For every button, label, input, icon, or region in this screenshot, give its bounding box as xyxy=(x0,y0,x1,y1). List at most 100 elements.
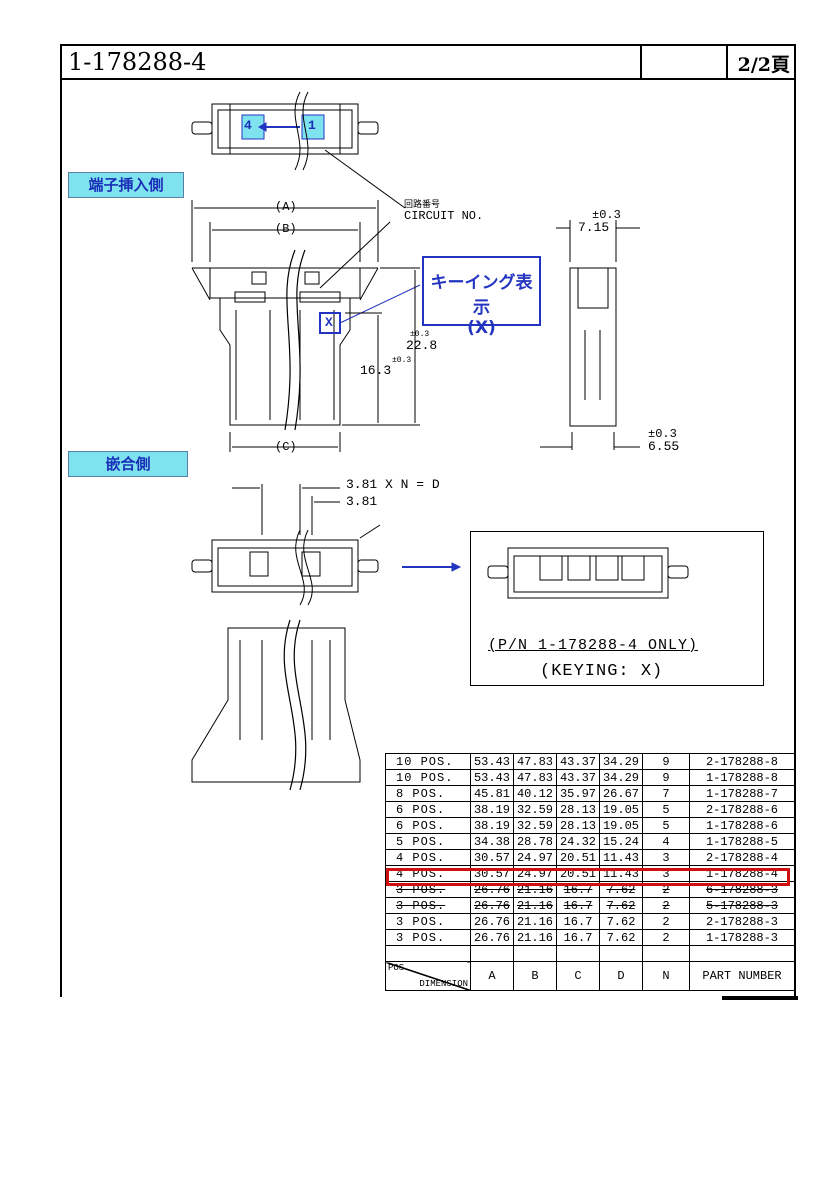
keying-x-label: (X) xyxy=(467,318,496,338)
cell-c: 43.37 xyxy=(556,753,600,770)
cell-pn: 2-178288-3 xyxy=(689,913,795,930)
drawing-sheet: 1-178288-4 2/2頁 xyxy=(60,44,796,997)
cell-b: 32.59 xyxy=(513,817,557,834)
side-view xyxy=(540,220,640,450)
header-pn: PART NUMBER xyxy=(689,961,795,991)
header-d: D xyxy=(599,961,643,991)
pitch-value: 3.81 xyxy=(346,494,378,509)
pin-number-left: 4 xyxy=(244,118,252,133)
pitch-formula: 3.81 X N = D xyxy=(346,477,440,492)
page-cell: 2/2頁 xyxy=(726,46,796,78)
cell-d: 11.43 xyxy=(599,849,643,866)
cell-n: 2 xyxy=(642,913,690,930)
cell-b: 32.59 xyxy=(513,801,557,818)
dim-a: (A) xyxy=(275,200,297,214)
dim-h2-tol: ±0.3 xyxy=(392,356,412,365)
cell-n: 5 xyxy=(642,817,690,834)
cell-pos: 6 POS. xyxy=(385,801,471,818)
cell-n: 2 xyxy=(642,897,690,914)
cell-n: 9 xyxy=(642,769,690,786)
table-row-blank xyxy=(385,945,795,962)
cell-b: 24.97 xyxy=(513,849,557,866)
cell-pn: 1-178288-6 xyxy=(689,817,795,834)
front-view xyxy=(191,200,421,452)
cell-c: 16.7 xyxy=(556,897,600,914)
cell-d: 19.05 xyxy=(599,801,643,818)
cell-a: 53.43 xyxy=(470,753,514,770)
keying-callout: キーイング表示 (X) xyxy=(422,256,541,338)
dim-w1: 7.15 xyxy=(578,220,610,235)
highlight-row-box xyxy=(386,868,790,886)
cell-a: 30.57 xyxy=(470,849,514,866)
dim-c: (C) xyxy=(275,440,297,454)
header-n: N xyxy=(642,961,690,991)
terminal-side-badge: 端子挿入側 xyxy=(68,172,184,198)
cell-pos: 6 POS. xyxy=(385,817,471,834)
cell-b: 21.16 xyxy=(513,929,557,946)
cell-pos: 3 POS. xyxy=(385,929,471,946)
circuit-no-jp: 回路番号 xyxy=(404,200,441,210)
cell-pn: 1-178288-5 xyxy=(689,833,795,850)
dim-h2: 16.3 xyxy=(360,363,392,378)
cell-d: 19.05 xyxy=(599,817,643,834)
circuit-no-label: CIRCUIT NO. xyxy=(404,209,484,223)
title-blank-cell xyxy=(640,46,726,78)
cell-d: 34.29 xyxy=(599,769,643,786)
header-c: C xyxy=(556,961,600,991)
cell-c: 43.37 xyxy=(556,769,600,786)
cell-b: 21.16 xyxy=(513,913,557,930)
cell-a: 26.76 xyxy=(470,929,514,946)
inset-view xyxy=(487,547,689,599)
cell-c: 35.97 xyxy=(556,785,600,802)
mating-view xyxy=(191,484,381,606)
cell-pos: 10 POS. xyxy=(385,769,471,786)
cell-pos: 8 POS. xyxy=(385,785,471,802)
dim-h1: 22.8 xyxy=(406,338,438,353)
dim-w2-tol: ±0.3 xyxy=(648,427,677,441)
cell-b: 21.16 xyxy=(513,897,557,914)
inset-frame xyxy=(470,531,764,686)
cell-a: 34.38 xyxy=(470,833,514,850)
dim-w2: 6.55 xyxy=(648,439,680,454)
part-number-title: 1-178288-4 xyxy=(68,48,207,76)
cell-c: 28.13 xyxy=(556,801,600,818)
inset-pn-note: (P/N 1-178288-4 ONLY) xyxy=(488,637,699,654)
page-number: 2/2頁 xyxy=(737,54,790,76)
cell-a: 53.43 xyxy=(470,769,514,786)
cell-pn: 1-178288-3 xyxy=(689,929,795,946)
cell-d: 7.62 xyxy=(599,913,643,930)
cell-d: 26.67 xyxy=(599,785,643,802)
header-b: B xyxy=(513,961,557,991)
key-mark: X xyxy=(325,315,333,330)
mating-side-badge: 嵌合側 xyxy=(68,451,188,477)
cell-d: 7.62 xyxy=(599,929,643,946)
cell-n: 2 xyxy=(642,929,690,946)
cell-n: 7 xyxy=(642,785,690,802)
cell-c: 20.51 xyxy=(556,849,600,866)
cell-pos: 10 POS. xyxy=(385,753,471,770)
cell-n: 4 xyxy=(642,833,690,850)
cell-c: 16.7 xyxy=(556,929,600,946)
cell-pos: 5 POS. xyxy=(385,833,471,850)
cell-pn: 2-178288-6 xyxy=(689,801,795,818)
cell-c: 28.13 xyxy=(556,817,600,834)
cell-n: 9 xyxy=(642,753,690,770)
cell-b: 47.83 xyxy=(513,769,557,786)
cell-a: 45.81 xyxy=(470,785,514,802)
dim-w1-tol: ±0.3 xyxy=(592,208,621,222)
cell-pos: 4 POS. xyxy=(385,849,471,866)
cell-b: 28.78 xyxy=(513,833,557,850)
keying-jp-label: キーイング表示 xyxy=(430,273,533,318)
dim-b: (B) xyxy=(275,222,297,236)
cell-n: 5 xyxy=(642,801,690,818)
cell-d: 7.62 xyxy=(599,897,643,914)
cell-d: 34.29 xyxy=(599,753,643,770)
cell-a: 38.19 xyxy=(470,801,514,818)
